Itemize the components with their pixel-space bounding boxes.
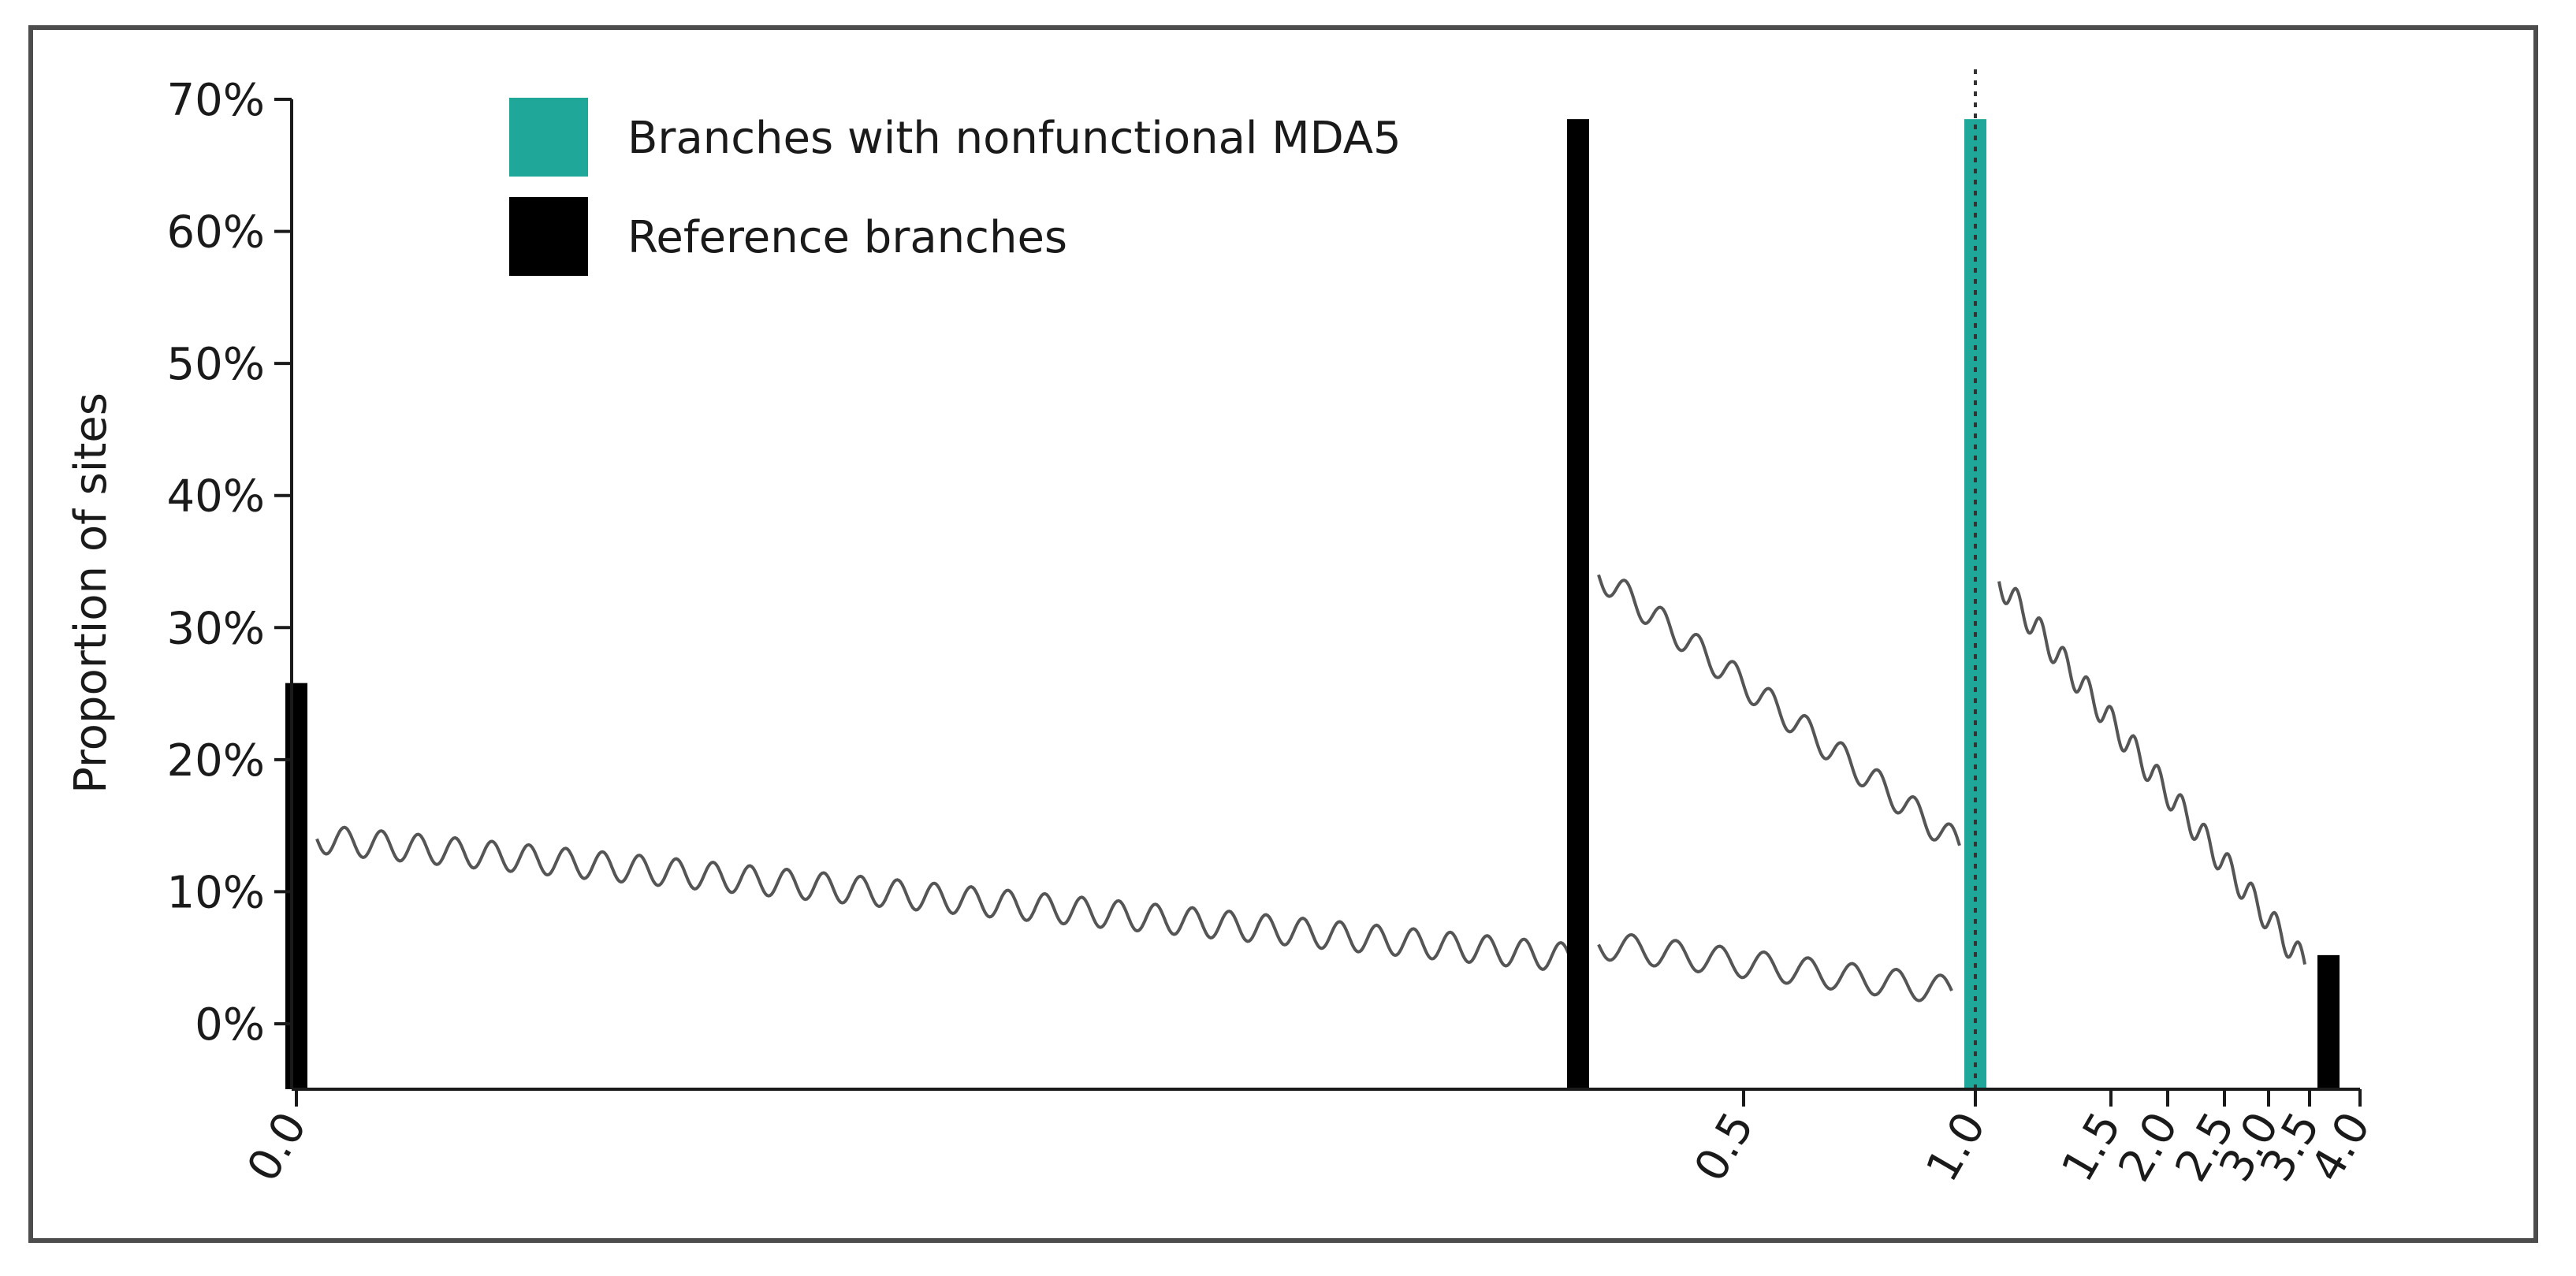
wavy-connector (1997, 581, 2306, 965)
y-tick-label: 60% (167, 207, 265, 259)
wavy-connector (1597, 574, 1961, 846)
y-ticks: 0% 10% 20% 30% 40% 50% 60% 70% (167, 75, 292, 1051)
bar (2317, 954, 2340, 1089)
legend-label: Branches with nonfunctional MDA5 (627, 113, 1402, 164)
legend-label: Reference branches (627, 212, 1067, 263)
y-axis-title: Proportion of sites (65, 392, 117, 794)
legend: Branches with nonfunctional MDA5Referenc… (509, 98, 1402, 276)
y-tick-label: 40% (167, 471, 265, 523)
x-tick-label: 0.0 (237, 1104, 317, 1191)
y-tick-label: 70% (167, 75, 265, 126)
bar (1567, 119, 1589, 1089)
legend-swatch (509, 98, 588, 177)
legend-swatch (509, 197, 588, 276)
y-tick-label: 50% (167, 339, 265, 390)
y-tick-label: 20% (167, 735, 265, 787)
wavy-connector (1597, 932, 1953, 1003)
y-tick-label: 0% (195, 999, 265, 1051)
wavy-connector (315, 825, 1572, 971)
x-tick-label: 0.5 (1684, 1104, 1764, 1191)
axes (290, 99, 2360, 1091)
y-tick-label: 10% (167, 867, 265, 918)
y-tick-label: 30% (167, 603, 265, 654)
bars (285, 69, 2340, 1089)
x-tick-label: 4.0 (2301, 1104, 2381, 1191)
x-tick-label: 1.0 (1916, 1104, 1996, 1191)
bar (285, 683, 307, 1089)
wavy-connectors (315, 574, 2306, 1003)
